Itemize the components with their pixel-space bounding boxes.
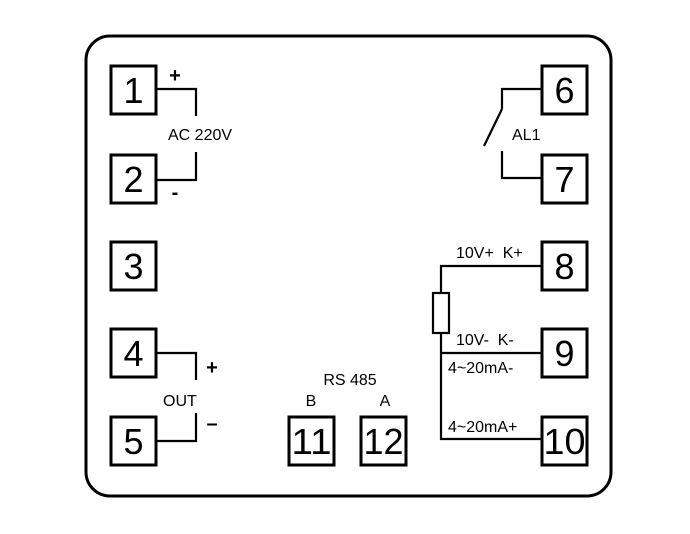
- rs485-a-label: A: [380, 393, 391, 410]
- terminal-8-label: 10V+ K+: [456, 245, 523, 262]
- power-plus-sign: +: [169, 65, 181, 87]
- terminal-6-number: 6: [554, 70, 574, 111]
- output-wire: [156, 351, 198, 443]
- terminal-9-box: [540, 327, 589, 379]
- terminal-8-box: [540, 240, 589, 292]
- terminal-10-label: 4~20mA+: [448, 419, 517, 436]
- terminal-8-number: 8: [554, 246, 574, 287]
- resistor-symbol: [431, 291, 451, 335]
- terminal-2-box: [109, 153, 158, 205]
- terminal-3-number: 3: [123, 246, 143, 287]
- terminal-6-box: [540, 64, 589, 116]
- terminal-2-number: 2: [123, 159, 143, 200]
- output-label: OUT: [163, 393, 197, 410]
- terminal-10-box: [540, 415, 589, 467]
- alarm-label: AL1: [512, 127, 541, 144]
- terminal-12-number: 12: [364, 421, 404, 462]
- terminal-11-number: 11: [292, 421, 332, 462]
- terminal-9-label: 10V- K-: [456, 332, 514, 349]
- housing-outline: [84, 34, 613, 498]
- power-wire: [156, 87, 198, 182]
- power-label: AC 220V: [168, 127, 232, 144]
- terminal-10-number: 10: [544, 421, 586, 462]
- terminal-9-sublabel: 4~20mA-: [448, 360, 513, 377]
- terminal-4-box: [109, 327, 158, 379]
- terminal-5-box: [109, 415, 158, 467]
- output-plus-sign: +: [206, 357, 218, 379]
- terminal-12-box: [359, 415, 408, 467]
- terminal-3-box: [109, 240, 158, 292]
- terminal-1-number: 1: [123, 70, 143, 111]
- rs485-b-label: B: [306, 393, 317, 410]
- terminal-4-number: 4: [123, 333, 143, 374]
- terminal-7-number: 7: [554, 159, 574, 200]
- output-minus-sign: –: [206, 413, 217, 435]
- terminal-9-number: 9: [554, 333, 574, 374]
- relay-contact-wire: [483, 87, 542, 180]
- rs485-label: RS 485: [323, 372, 376, 389]
- terminal-1-box: [109, 64, 158, 116]
- terminal-7-box: [540, 153, 589, 205]
- terminal-11-box: [287, 415, 336, 467]
- power-minus-sign: -: [172, 182, 179, 204]
- terminal-5-number: 5: [123, 421, 143, 462]
- sensor-wire: [439, 264, 542, 441]
